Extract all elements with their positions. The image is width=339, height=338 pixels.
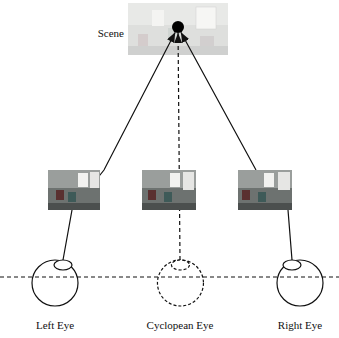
eye-label: Cyclopean Eye — [144, 319, 217, 332]
eye-node: Right Eye — [274, 256, 326, 334]
right-view-image — [238, 170, 292, 210]
scene-label: Scene — [98, 27, 124, 40]
cyclopean-view-image — [142, 170, 196, 210]
eye-label: Right Eye — [274, 319, 326, 332]
sight-line — [63, 32, 175, 260]
scene-point — [172, 21, 184, 33]
eye-symbol — [144, 256, 217, 312]
eye-node: Left Eye — [29, 256, 81, 334]
eye-symbol — [29, 256, 81, 312]
sight-line — [181, 32, 292, 260]
eye-symbol — [274, 256, 326, 312]
left-view-image — [48, 170, 100, 210]
eye-node: Cyclopean Eye — [144, 256, 217, 334]
baseline — [0, 277, 339, 278]
eye-label: Left Eye — [29, 319, 81, 332]
scene-node: Scene — [128, 3, 228, 55]
sight-line — [178, 33, 180, 260]
